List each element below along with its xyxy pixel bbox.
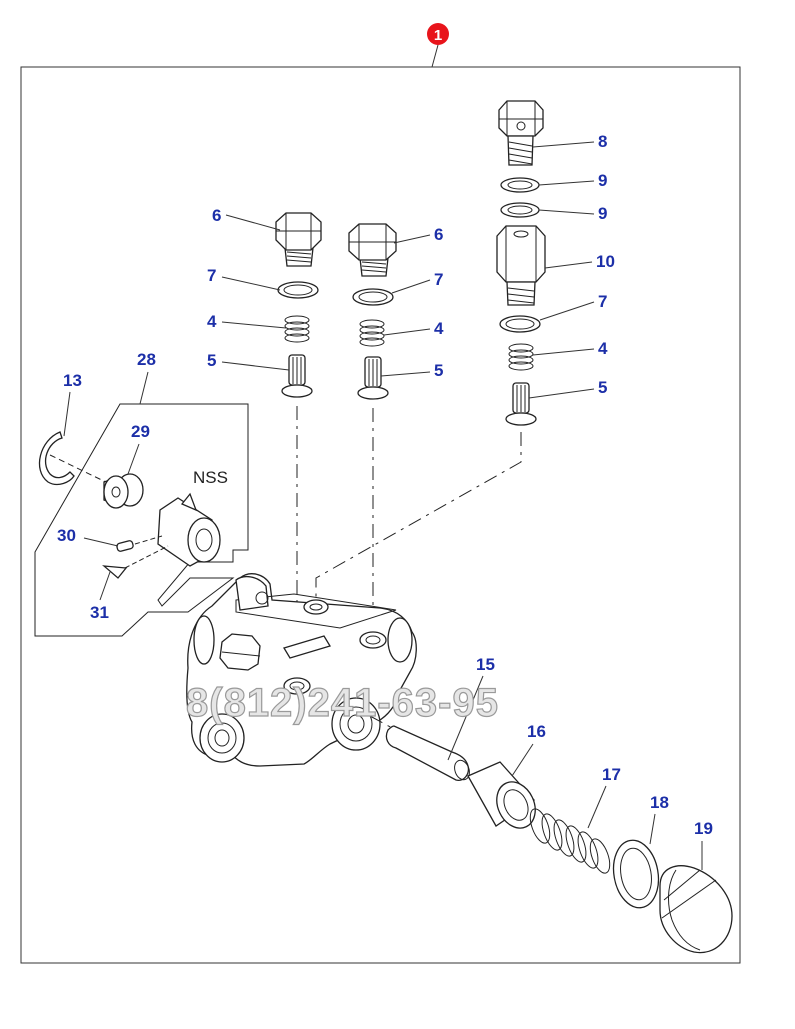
callouts: 6 7 4 5 6 7 4 5 8 9 9 10 7 4 5 13 28 29	[57, 132, 713, 870]
pump-body	[186, 573, 471, 771]
marker-number: 1	[434, 27, 442, 44]
callout-9-upper: 9	[598, 171, 607, 190]
callout-13: 13	[63, 371, 82, 390]
nss-bracket: NSS	[157, 468, 228, 567]
screw-part-31	[102, 545, 169, 579]
nss-label: NSS	[193, 468, 228, 487]
callout-4-middle: 4	[434, 319, 444, 338]
gasket-part-18	[612, 839, 660, 909]
callout-5-right: 5	[598, 378, 607, 397]
callout-8: 8	[598, 132, 607, 151]
callout-6-left: 6	[212, 206, 221, 225]
middle-valve-stack	[348, 223, 397, 640]
port-middle-top	[359, 631, 387, 649]
callout-10: 10	[596, 252, 615, 271]
spring-part-4-left	[284, 315, 310, 343]
bore-front-right	[331, 697, 381, 751]
cap-part-19	[659, 865, 733, 954]
callout-9-lower: 9	[598, 204, 607, 223]
callout-18: 18	[650, 793, 669, 812]
callout-28: 28	[137, 350, 156, 369]
valve-part-5-middle	[357, 356, 389, 400]
callout-7-left: 7	[207, 266, 216, 285]
bolt-part-8	[498, 100, 544, 166]
right-valve-stack	[315, 100, 546, 605]
callout-19: 19	[694, 819, 713, 838]
callout-5-middle: 5	[434, 361, 443, 380]
callout-31: 31	[90, 603, 109, 622]
union-part-10	[496, 225, 546, 306]
callout-7-middle: 7	[434, 270, 443, 289]
collar-part-29	[103, 473, 144, 509]
callout-5-left: 5	[207, 351, 216, 370]
assembly-marker: 1	[427, 23, 449, 68]
plug-part-6-middle	[348, 223, 397, 277]
callout-15: 15	[476, 655, 495, 674]
snap-ring-part-13	[38, 431, 75, 486]
callout-29: 29	[131, 422, 150, 441]
port-left-lower	[283, 677, 311, 695]
callout-4-left: 4	[207, 312, 217, 331]
spring-part-4-right	[508, 343, 534, 371]
diagram-frame	[20, 66, 741, 964]
callout-7-right: 7	[598, 292, 607, 311]
valve-part-5-right	[505, 382, 537, 426]
valve-part-5-left	[281, 354, 313, 398]
spring-part-17	[529, 808, 611, 874]
detail-group-28: NSS	[34, 403, 249, 637]
washer-part-9-lower	[500, 202, 540, 218]
centerline-right	[315, 432, 522, 605]
piston-part-15	[385, 725, 470, 781]
callout-6-middle: 6	[434, 225, 443, 244]
marker-leader	[431, 44, 439, 68]
port-left-top	[303, 599, 329, 615]
callout-4-right: 4	[598, 339, 608, 358]
callout-17: 17	[602, 765, 621, 784]
washer-part-9-upper	[500, 177, 540, 193]
plug-part-6-left	[275, 212, 322, 267]
left-valve-stack	[275, 212, 322, 690]
marker-circle	[427, 23, 449, 45]
pin-part-30	[116, 535, 163, 552]
spring-part-4-middle	[359, 319, 385, 347]
bore-front-left	[199, 713, 245, 763]
callout-30: 30	[57, 526, 76, 545]
watermark-phone: 8(812)241-63-95	[186, 681, 499, 725]
callout-16: 16	[527, 722, 546, 741]
sleeve-part-16	[467, 761, 536, 829]
